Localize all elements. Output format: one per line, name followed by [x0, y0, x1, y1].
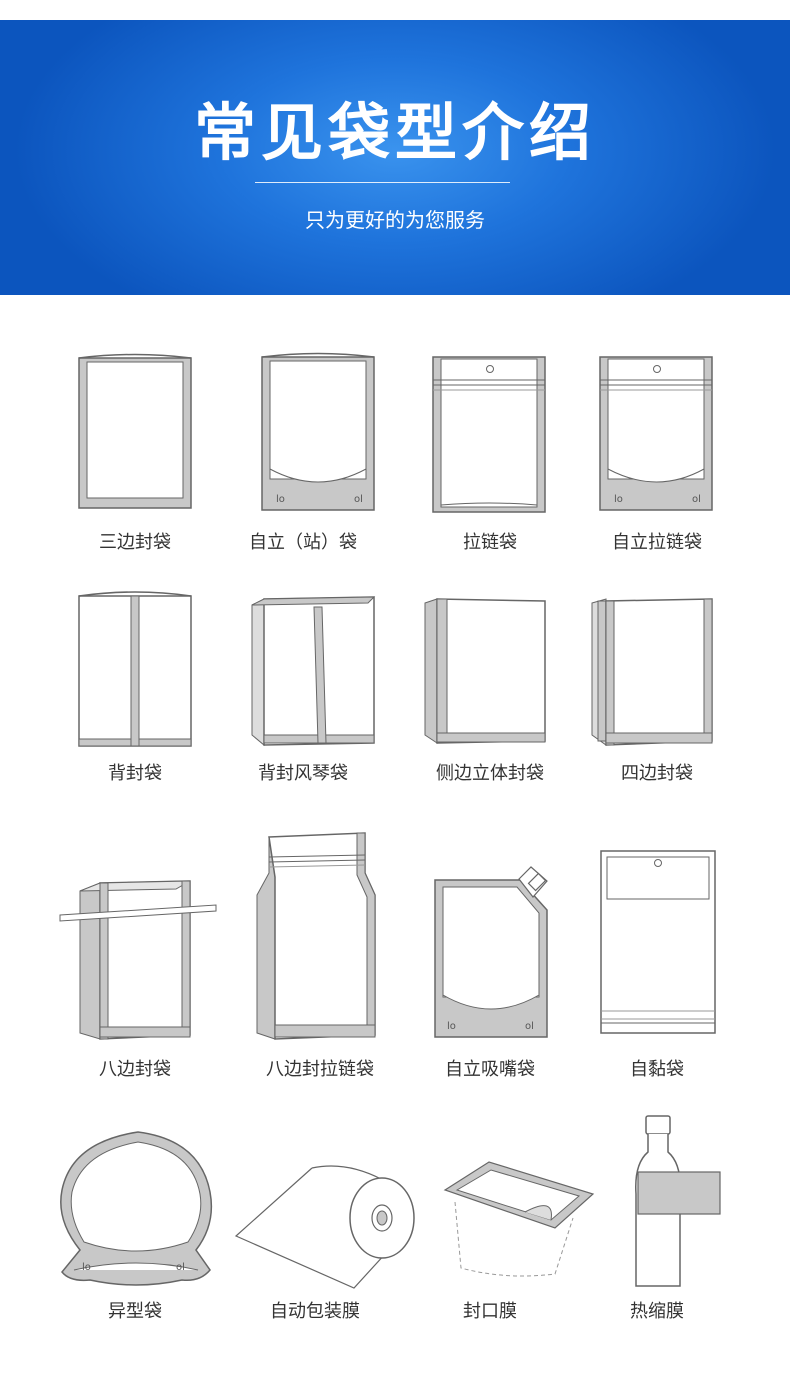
- spout-pouch-icon: lo ol: [434, 866, 548, 1038]
- shaped-bag-icon: lo ol: [60, 1131, 213, 1286]
- svg-text:ol: ol: [354, 494, 363, 505]
- stand-up-zipper-bag-icon: lo ol: [599, 356, 713, 511]
- bag-type-label: 封口膜: [463, 1301, 517, 1322]
- sealing-film-icon: [443, 1161, 595, 1277]
- bag-type-label: 自立拉链袋: [612, 532, 702, 553]
- bag-type-item: lo ol 自立吸嘴袋: [405, 825, 575, 1085]
- bag-type-label: 八边封拉链袋: [266, 1059, 374, 1080]
- bag-type-item: lo ol 自立拉链袋: [572, 345, 742, 560]
- svg-text:lo: lo: [614, 494, 623, 505]
- bag-type-item: 拉链袋: [405, 345, 575, 560]
- bag-type-item: 八边封拉链袋: [235, 825, 405, 1085]
- bag-type-item: 侧边立体封袋: [405, 585, 575, 795]
- svg-text:ol: ol: [525, 1021, 534, 1032]
- bag-type-item: 热缩膜: [572, 1110, 742, 1330]
- bag-type-item: 自动包装膜: [230, 1110, 415, 1330]
- bag-type-label: 自立（站）袋: [249, 532, 357, 553]
- bag-type-label: 拉链袋: [463, 532, 517, 553]
- bag-type-item: lo ol 异型袋: [50, 1110, 220, 1330]
- bag-type-item: 封口膜: [405, 1110, 595, 1330]
- four-side-seal-bag-icon: [591, 598, 713, 746]
- bag-type-label: 背封风琴袋: [258, 763, 348, 784]
- svg-text:lo: lo: [82, 1262, 91, 1273]
- bag-type-label: 四边封袋: [621, 763, 693, 784]
- header-banner: 常见袋型介绍 只为更好的为您服务: [0, 20, 790, 295]
- page-subtitle: 只为更好的为您服务: [305, 208, 485, 232]
- back-seal-bag-icon: [78, 591, 192, 747]
- bag-type-label: 异型袋: [108, 1301, 162, 1322]
- bag-type-label: 三边封袋: [99, 532, 171, 553]
- svg-text:ol: ol: [692, 494, 701, 505]
- page-title: 常见袋型介绍: [193, 96, 596, 169]
- zipper-bag-icon: [432, 356, 546, 513]
- eight-side-seal-bag-icon: [59, 880, 217, 1040]
- svg-text:ol: ol: [176, 1262, 185, 1273]
- bag-type-item: 八边封袋: [50, 825, 220, 1085]
- packaging-film-roll-icon: [234, 1165, 415, 1289]
- bag-type-label: 八边封袋: [99, 1059, 171, 1080]
- bag-type-item: 背封袋: [50, 585, 220, 795]
- back-seal-gusset-bag-icon: [251, 596, 376, 747]
- bag-type-item: 三边封袋: [50, 345, 220, 560]
- svg-text:lo: lo: [276, 494, 285, 505]
- self-adhesive-bag-icon: [600, 850, 716, 1034]
- bag-type-label: 背封袋: [108, 763, 162, 784]
- bag-type-label: 侧边立体封袋: [436, 763, 544, 784]
- stand-up-pouch-icon: lo ol: [261, 352, 375, 511]
- shrink-film-icon: [635, 1115, 721, 1287]
- eight-side-zipper-bag-icon: [256, 832, 376, 1040]
- title-divider: [255, 182, 510, 183]
- svg-text:lo: lo: [447, 1021, 456, 1032]
- bag-type-label: 热缩膜: [630, 1301, 684, 1322]
- bag-type-item: lo ol 自立（站）袋: [218, 345, 388, 560]
- bag-type-item: 背封风琴袋: [218, 585, 388, 795]
- bag-type-label: 自动包装膜: [270, 1301, 360, 1322]
- side-gusset-bag-icon: [424, 598, 546, 744]
- bag-type-item: 自黏袋: [572, 825, 742, 1085]
- bag-type-label: 自立吸嘴袋: [445, 1059, 535, 1080]
- bag-type-label: 自黏袋: [630, 1059, 684, 1080]
- three-side-seal-bag-icon: [78, 353, 192, 509]
- bag-type-item: 四边封袋: [572, 585, 742, 795]
